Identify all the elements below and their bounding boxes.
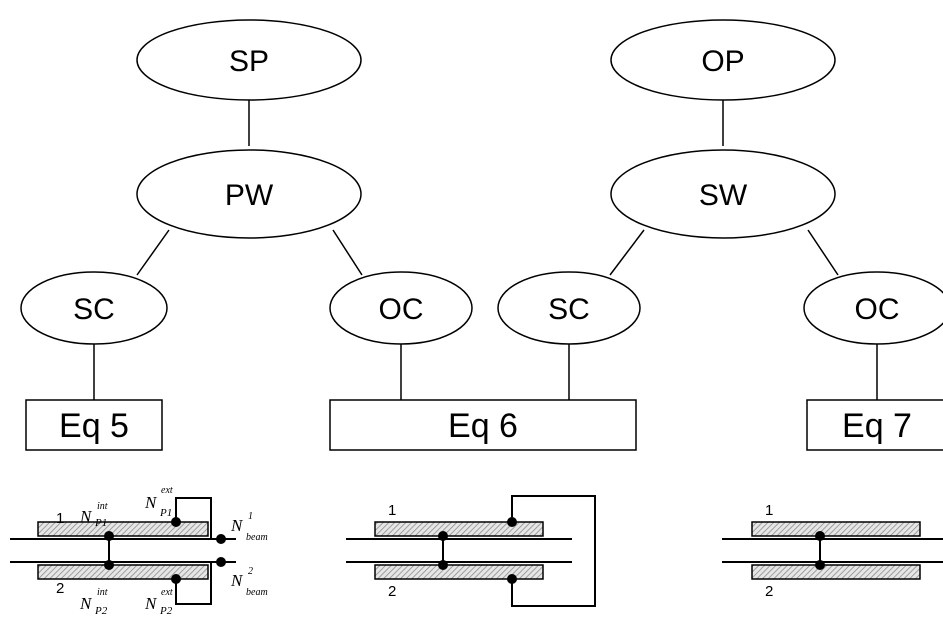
- sub-p2-ext: P2: [159, 605, 173, 617]
- node-sc-right-label: SC: [548, 293, 590, 326]
- plate-2-label: 2: [388, 583, 396, 600]
- plate-1: [751, 521, 921, 537]
- sup-ext-bottom: ext: [161, 587, 173, 598]
- plate-1-label: 1: [765, 502, 773, 519]
- label-nbeam-1: N: [230, 516, 244, 535]
- sub-beam-1: beam: [246, 532, 268, 543]
- plate-2-label: 2: [765, 583, 773, 600]
- eq7-box: [806, 399, 943, 451]
- node-oc-left: [329, 271, 473, 345]
- sub-p2-int: P2: [94, 605, 108, 617]
- node-sc-right: [497, 271, 641, 345]
- node-sp-label: SP: [229, 45, 269, 78]
- eq7-label: Eq 7: [842, 407, 912, 445]
- external-link-bottom: [175, 562, 212, 605]
- sup-ext-top: ext: [161, 485, 173, 496]
- edge-pw-sc: [136, 229, 170, 276]
- node-sw: [610, 149, 836, 239]
- edge-pw-oc: [332, 229, 363, 276]
- eq5-label: Eq 5: [59, 407, 129, 445]
- plate-1-label: 1: [388, 502, 396, 519]
- node-int-2: [438, 560, 448, 570]
- eq6-label: Eq 6: [448, 407, 518, 445]
- node-oc-left-label: OC: [379, 293, 424, 326]
- label-nbeam-2: N: [230, 571, 244, 590]
- sup-int-bottom: int: [97, 587, 108, 598]
- plate-1-label: 1: [56, 510, 64, 527]
- edge-sw-sc: [609, 229, 645, 276]
- sup-2: 2: [248, 566, 253, 577]
- schematic-right: 1 2: [722, 502, 943, 600]
- node-np2-ext: [171, 574, 181, 584]
- edge-sw-oc: [807, 229, 839, 276]
- label-np1-int: N: [79, 507, 93, 526]
- node-pw-label: PW: [225, 179, 274, 212]
- sub-p1-ext: P1: [159, 507, 172, 519]
- sub-beam-2: beam: [246, 587, 268, 598]
- node-ext-2: [507, 574, 517, 584]
- sub-p1-int: P1: [94, 517, 107, 529]
- node-op-label: OP: [701, 45, 744, 78]
- plate-2: [751, 564, 921, 580]
- plate-1: [37, 521, 209, 537]
- sup-int-top: int: [97, 501, 108, 512]
- external-link-top: [175, 497, 212, 539]
- node-oc-right-label: OC: [855, 293, 900, 326]
- node-oc-right: [803, 271, 943, 345]
- node-pw: [136, 149, 362, 239]
- schematic-left: 1 2 N int P1 N ext P1 N 1 beam N 2 beam …: [10, 485, 268, 617]
- node-np1-int: [104, 531, 114, 541]
- node-np2-int: [104, 560, 114, 570]
- node-ext-1: [507, 517, 517, 527]
- label-np2-ext: N: [144, 594, 158, 613]
- node-sp: [136, 19, 362, 101]
- plate-1: [374, 521, 544, 537]
- node-nbeam-2: [216, 557, 226, 567]
- node-int-1: [815, 531, 825, 541]
- node-np1-ext: [171, 517, 181, 527]
- eq5-box: [25, 399, 163, 451]
- external-link: [511, 495, 596, 607]
- node-sc-left-label: SC: [73, 293, 115, 326]
- node-sc-left: [20, 271, 168, 345]
- node-op: [610, 19, 836, 101]
- node-nbeam-1: [216, 534, 226, 544]
- node-int-2: [815, 560, 825, 570]
- plate-2-label: 2: [56, 580, 64, 597]
- sup-1: 1: [248, 511, 253, 522]
- eq6-box: [329, 399, 637, 451]
- label-np1-ext: N: [144, 493, 158, 512]
- label-np2-int: N: [79, 594, 93, 613]
- plate-2: [374, 564, 544, 580]
- schematic-middle: 1 2: [346, 495, 596, 607]
- node-int-1: [438, 531, 448, 541]
- plate-2: [37, 564, 209, 580]
- tree-edges: [93, 98, 878, 400]
- node-sw-label: SW: [699, 179, 748, 212]
